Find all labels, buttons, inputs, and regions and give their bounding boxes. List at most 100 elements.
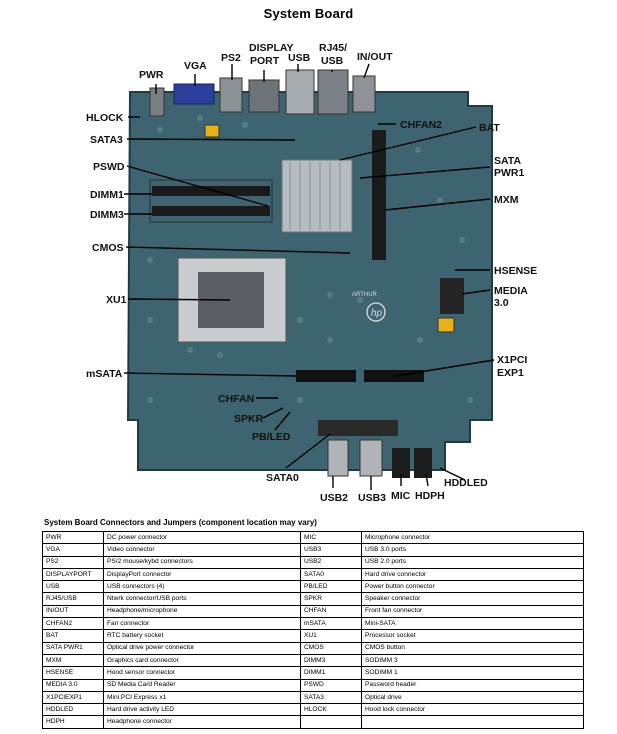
connector-code-cell (300, 715, 362, 729)
mxm-slot (372, 130, 386, 260)
connector-description-cell: USB connectors (4) (103, 580, 301, 594)
connector-description-cell: Front fan connector (361, 604, 584, 619)
connector-description-cell: Hood sensor connector (103, 666, 301, 680)
connector-code-cell: MEDIA 3.0 (42, 678, 104, 692)
callout-labels: PWR VGA PS2 DISPLAY PORT USB RJ45/ USB I… (86, 42, 537, 504)
connector-description-cell: CMOS button (361, 641, 584, 655)
connector-code-cell: MXM (42, 653, 104, 668)
label-usb: USB (288, 52, 311, 64)
connector-description-cell: USB 3.0 ports (361, 543, 584, 557)
label-sata0: SATA0 (266, 472, 299, 484)
inout-connector (352, 75, 376, 113)
connector-description-cell: Speaker connector (361, 592, 584, 606)
label-ps2: PS2 (221, 52, 241, 64)
connector-description-cell: PS/2 mouse/kybd connectors (103, 555, 301, 569)
label-bat: BAT (479, 122, 500, 134)
table-heading: System Board Connectors and Jumpers (com… (44, 518, 317, 527)
label-usb3: USB3 (358, 492, 386, 504)
label-mic: MIC (391, 490, 411, 502)
connector-code-cell: HLOCK (300, 703, 362, 717)
connector-code-cell: USB (42, 580, 104, 594)
connector-code-cell: HDDLED (42, 703, 104, 717)
label-media: MEDIA (494, 285, 528, 297)
dimm3-slot (152, 206, 270, 216)
label-displayport: DISPLAY (249, 42, 294, 54)
mic-jack (392, 448, 410, 478)
connector-description-cell: DisplayPort connector (103, 567, 301, 582)
label-pwr: PWR (139, 69, 164, 81)
hdph-jack (414, 448, 432, 478)
connector-description-cell: DC power connector (103, 530, 301, 545)
connector-description-cell: Headphone/microphone (103, 604, 301, 619)
connector-description-cell: Hard drive connector (361, 567, 584, 582)
label-hdph: HDPH (415, 490, 445, 502)
connector-code-cell: DIMM3 (300, 653, 362, 668)
connector-code-cell: MIC (300, 530, 362, 545)
ps2-connector (219, 77, 243, 113)
rj45-connector (317, 69, 349, 115)
label-hsense: HSENSE (494, 265, 537, 277)
connector-code-cell: BAT (42, 629, 104, 643)
connector-code-cell: PSWD (300, 678, 362, 692)
connector-code-cell: X1PCIEXP1 (42, 690, 104, 705)
connector-code-cell: XU1 (300, 629, 362, 643)
connector-code-cell: SATA PWR1 (42, 641, 104, 655)
connector-description-cell: Mini PCI Express x1 (103, 690, 301, 705)
label-chfan: CHFAN (218, 393, 254, 405)
label-sata-pwr1-2: PWR1 (494, 167, 524, 179)
connector-description-cell: Optical drive power connector (103, 641, 301, 655)
connector-description-cell: Processor socket (361, 629, 584, 643)
heatsink (281, 159, 353, 233)
connector-code-cell: PWR (42, 530, 104, 545)
label-media-2: 3.0 (494, 297, 509, 309)
connector-description-cell: Video connector (103, 543, 301, 557)
label-rj45: RJ45/ (319, 42, 347, 54)
page-title: System Board (263, 6, 354, 21)
usb2-connector (327, 439, 349, 477)
connector-description-cell: Optical drive (361, 690, 584, 705)
connector-description-cell: Ntwrk connector/USB ports (103, 592, 301, 606)
hp-logo: hp (371, 308, 383, 319)
connector-description-cell: Power button connector (361, 580, 584, 594)
leader-lines (123, 63, 495, 490)
label-hlock: HLOCK (86, 112, 124, 124)
label-spkr: SPKR (234, 413, 264, 425)
pwr-connector (149, 87, 165, 117)
label-mxm: MXM (494, 194, 519, 206)
label-xu1: XU1 (106, 294, 127, 306)
connector-code-cell: SATA3 (300, 690, 362, 705)
connector-code-cell: DIMM1 (300, 666, 362, 680)
connector-code-cell: PS2 (42, 555, 104, 569)
connector-code-cell: USB2 (300, 555, 362, 569)
label-exp1: EXP1 (497, 367, 524, 379)
connector-description-cell: Hard drive activity LED (103, 703, 301, 717)
label-pswd: PSWD (93, 161, 125, 173)
connector-code-cell: PB/LED (300, 580, 362, 594)
connector-description-cell: Mini-SATA (361, 617, 584, 631)
vga-connector (173, 83, 215, 105)
connector-description-cell: Hood lock connector (361, 703, 584, 717)
label-hddled: HDDLED (444, 477, 488, 489)
connector-code-cell: IN/OUT (42, 604, 104, 619)
connector-description-cell: SODIMM 3 (361, 653, 584, 668)
connector-code-cell: HSENSE (42, 666, 104, 680)
label-pbled: PB/LED (252, 431, 291, 443)
msata-slot (296, 370, 356, 382)
displayport-connector (248, 79, 280, 113)
label-dimm3: DIMM3 (90, 209, 124, 221)
x1pci-slot (364, 370, 424, 382)
label-inout: IN/OUT (357, 51, 393, 63)
label-usb2: USB2 (320, 492, 348, 504)
connector-code-cell: DISPLAYPORT (42, 567, 104, 582)
